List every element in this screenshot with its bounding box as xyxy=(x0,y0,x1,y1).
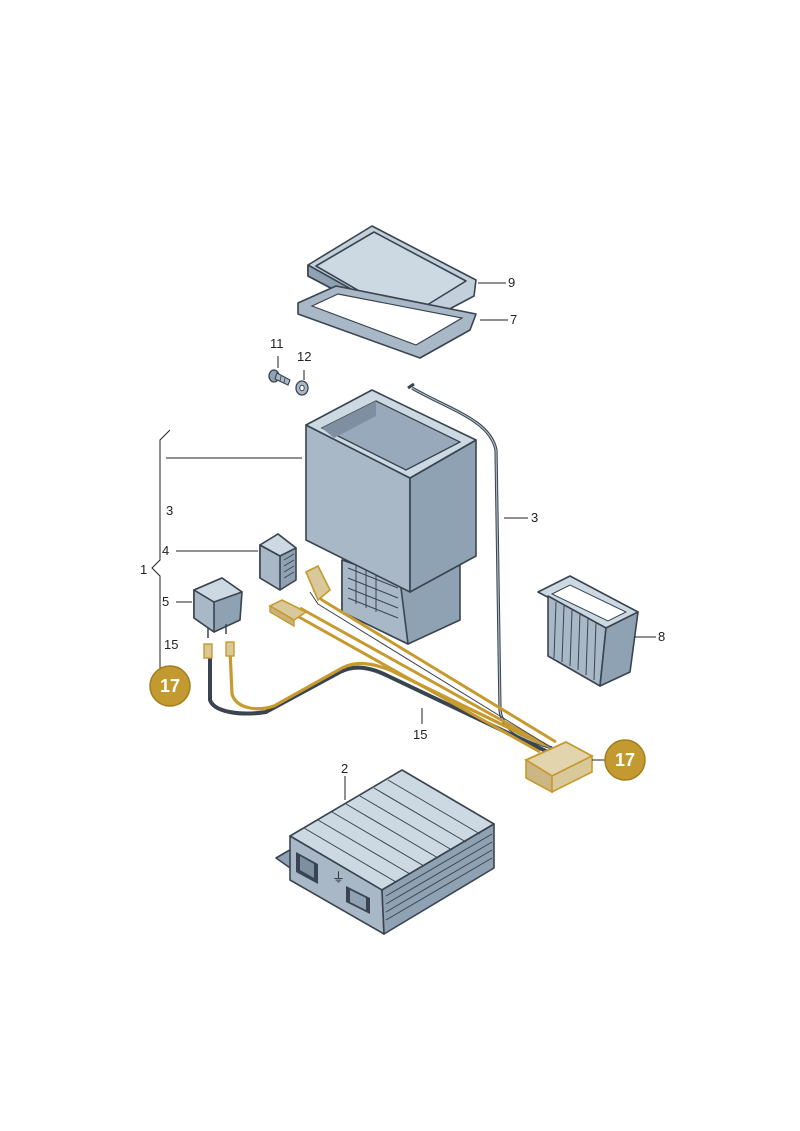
seal-part-7[interactable] xyxy=(297,285,477,359)
label-8: 8 xyxy=(658,629,665,644)
label-3-cable: 3 xyxy=(531,510,538,525)
label-12: 12 xyxy=(297,349,311,364)
cable-part-3[interactable] xyxy=(407,382,553,750)
relay-holder-part-4[interactable] xyxy=(259,533,297,591)
label-11: 11 xyxy=(270,336,284,351)
control-unit-part-2[interactable]: ⏚ xyxy=(275,769,495,935)
screw-part-11[interactable] xyxy=(268,369,291,386)
washer-part-12[interactable] xyxy=(295,380,309,396)
label-7: 7 xyxy=(510,312,517,327)
relay-part-5[interactable] xyxy=(193,577,243,638)
label-15-left: 15 xyxy=(164,637,178,652)
cooler-box-part-3[interactable] xyxy=(305,389,477,645)
label-3-box: 3 xyxy=(166,503,173,518)
label-15-center: 15 xyxy=(413,727,427,742)
callout-17-left-text: 17 xyxy=(160,676,180,696)
label-1: 1 xyxy=(140,562,147,577)
label-5: 5 xyxy=(162,594,169,609)
wiring-harness-part-15[interactable] xyxy=(203,564,594,794)
label-4: 4 xyxy=(162,543,169,558)
cooling-element-part-8[interactable] xyxy=(537,575,639,687)
callout-17-right-text: 17 xyxy=(615,750,635,770)
callout-badge-right[interactable]: 17 xyxy=(604,739,646,781)
part-labels: 9 7 11 12 3 3 1 4 5 8 15 15 2 xyxy=(140,275,665,776)
label-2: 2 xyxy=(341,761,348,776)
label-9: 9 xyxy=(508,275,515,290)
ground-symbol-icon: ⏚ xyxy=(332,870,345,885)
callout-badge-left[interactable]: 17 xyxy=(149,665,191,707)
